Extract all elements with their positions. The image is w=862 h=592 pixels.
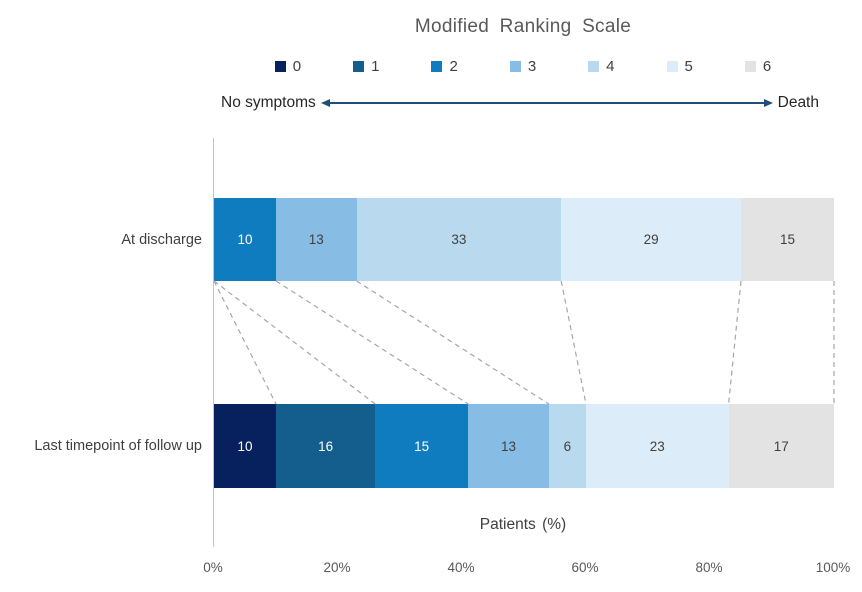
bar-segment-mrs-5: 23	[585, 404, 729, 488]
no-symptoms-label: No symptoms	[221, 94, 316, 111]
legend-label: 1	[371, 58, 380, 75]
bar-segment-mrs-6: 15	[740, 198, 834, 281]
page-title: Modified Ranking Scale	[414, 16, 632, 37]
connector-line	[213, 280, 277, 405]
category-label-last-timepoint: Last timepoint of follow up	[34, 438, 202, 454]
connector-line	[728, 280, 742, 405]
connector-lines	[213, 280, 835, 405]
bar-segment-mrs-3: 13	[276, 198, 357, 281]
death-label: Death	[777, 94, 819, 111]
x-tick-label: 100%	[815, 560, 851, 575]
bar-segment-mrs-1: 16	[276, 404, 376, 488]
legend: 0 1 2 3 4 5 6	[213, 58, 833, 75]
legend-swatch-icon	[509, 61, 521, 72]
x-tick-label: 40%	[447, 560, 475, 575]
x-axis-ticks: 0% 20% 40% 60% 80% 100%	[203, 560, 850, 580]
legend-label: 4	[606, 58, 615, 75]
legend-item-6: 6	[744, 58, 772, 75]
arrow-shaft	[329, 102, 764, 104]
legend-swatch-icon	[431, 61, 443, 72]
legend-item-2: 2	[431, 58, 458, 75]
legend-label: 5	[684, 58, 693, 75]
arrow-left-head-icon	[320, 99, 330, 107]
legend-swatch-icon	[588, 61, 600, 72]
legend-swatch-icon	[744, 61, 756, 72]
legend-swatch-icon	[274, 61, 286, 72]
bar-segment-mrs-6: 17	[728, 404, 834, 488]
severity-scale-annotation: No symptoms Death	[213, 92, 819, 114]
legend-item-3: 3	[509, 58, 537, 75]
connector-line	[560, 280, 587, 405]
legend-label: 2	[449, 58, 458, 75]
x-tick-label: 20%	[323, 560, 351, 575]
arrow-right-head-icon	[763, 99, 773, 107]
bar-segment-mrs-3: 13	[468, 404, 549, 488]
bar-segment-mrs-2: 10	[214, 198, 276, 281]
x-axis-label: Patients (%)	[479, 516, 567, 533]
legend-item-5: 5	[666, 58, 693, 75]
x-tick-label: 0%	[203, 560, 223, 575]
y-axis-line	[213, 138, 214, 547]
legend-label: 6	[762, 58, 772, 75]
connector-line	[275, 280, 469, 405]
category-label-at-discharge: At discharge	[121, 231, 202, 248]
bar-segment-mrs-0: 10	[214, 404, 276, 488]
connector-line	[213, 280, 376, 405]
bar-segment-mrs-4: 6	[548, 404, 586, 488]
double-arrow-icon	[320, 98, 773, 108]
bar-segment-mrs-5: 29	[561, 198, 741, 281]
legend-item-1: 1	[353, 58, 379, 75]
legend-swatch-icon	[353, 61, 365, 72]
x-tick-label: 80%	[695, 560, 723, 575]
legend-label: 3	[527, 58, 537, 75]
legend-item-4: 4	[588, 58, 615, 75]
legend-swatch-icon	[666, 61, 678, 72]
bar-segment-mrs-2: 15	[375, 404, 469, 488]
legend-label: 0	[292, 58, 302, 75]
x-tick-label: 60%	[571, 560, 599, 575]
legend-item-0: 0	[274, 58, 302, 75]
bar-segment-mrs-4: 33	[356, 198, 562, 281]
connector-line	[356, 280, 550, 405]
